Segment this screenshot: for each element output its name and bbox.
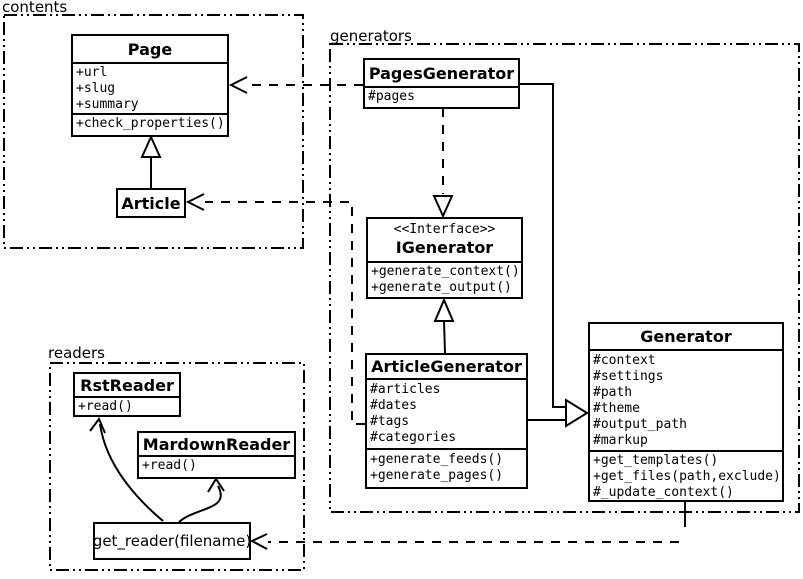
class-generator-attributes: #context #settings #path #theme #output_… <box>590 349 782 450</box>
class-pagesgenerator-attributes: #pages <box>365 86 518 107</box>
generator-attribute: #output_path <box>593 417 687 432</box>
class-igenerator-methods: +generate_context() +generate_output() <box>368 261 521 297</box>
class-articlegenerator-name: ArticleGenerator <box>371 357 522 376</box>
open-arrowhead-article <box>185 193 205 211</box>
rstreader-method: +read() <box>78 399 133 414</box>
page-attribute: +slug <box>76 81 116 96</box>
edge-getreader-to-rstreader <box>99 423 164 522</box>
class-pagesgenerator: PagesGenerator #pages <box>363 58 520 109</box>
open-arrowhead-page <box>228 76 248 94</box>
open-arrowhead-getreader <box>249 533 268 550</box>
page-attribute: +summary <box>76 97 139 112</box>
open-arrowhead-rstreader <box>89 417 106 434</box>
generator-method: +get_files(path,exclude) <box>593 469 781 484</box>
edge-pagesgenerator-to-generator <box>520 83 566 408</box>
class-articlegenerator: ArticleGenerator #articles #dates #tags … <box>365 353 528 489</box>
class-articlegenerator-methods: +generate_feeds() +generate_pages() <box>367 448 526 487</box>
mardownreader-method: +read() <box>142 458 197 473</box>
class-pagesgenerator-name: PagesGenerator <box>368 63 515 83</box>
package-readers-border <box>49 362 305 571</box>
edge-getreader-to-mardownreader <box>178 485 222 523</box>
get-reader-label: get_reader(filename) <box>92 532 252 550</box>
class-article: Article <box>116 188 186 218</box>
class-page-methods: +check_properties() <box>73 113 227 135</box>
open-arrowhead-mardownreader <box>207 477 225 493</box>
class-articlegenerator-attributes: #articles #dates #tags #categories <box>367 378 526 448</box>
class-rstreader: RstReader +read() <box>73 372 181 417</box>
class-igenerator-name: IGenerator <box>395 238 494 257</box>
class-page-attributes: +url +slug +summary <box>73 62 227 113</box>
generator-attribute: #context <box>593 353 656 368</box>
package-label-generators: generators <box>330 27 412 45</box>
class-mardownreader-name: MardownReader <box>142 434 291 454</box>
inheritance-triangle-igenerator-bottom <box>433 297 455 322</box>
class-igenerator-header: <<Interface>> IGenerator <box>368 219 521 261</box>
class-rstreader-name: RstReader <box>80 375 174 395</box>
class-article-name: Article <box>121 193 181 213</box>
class-generator-name: Generator <box>640 327 732 346</box>
articlegenerator-method: +generate_pages() <box>370 468 504 483</box>
igenerator-method: +generate_context() <box>371 264 520 279</box>
realization-triangle-igenerator-top <box>432 195 454 219</box>
articlegenerator-attribute: #tags <box>370 414 410 429</box>
generator-attribute: #settings <box>593 369 664 384</box>
inheritance-triangle-page <box>140 134 162 158</box>
package-contents-border <box>3 14 304 249</box>
package-label-contents: contents <box>2 0 68 16</box>
class-igenerator: <<Interface>> IGenerator +generate_conte… <box>366 217 523 299</box>
pagesgenerator-attribute: #pages <box>368 89 415 104</box>
articlegenerator-attribute: #categories <box>370 430 457 445</box>
class-rstreader-methods: +read() <box>75 396 179 415</box>
package-label-readers: readers <box>48 344 105 362</box>
function-box-get-reader: get_reader(filename) <box>93 522 251 560</box>
inheritance-triangle-generator <box>565 398 589 428</box>
generator-attribute: #path <box>593 385 633 400</box>
class-page: Page +url +slug +summary +check_properti… <box>71 34 229 137</box>
page-attribute: +url <box>76 65 108 80</box>
articlegenerator-method: +generate_feeds() <box>370 452 504 467</box>
edge-articlegenerator-to-article <box>205 201 365 425</box>
class-page-name: Page <box>127 39 173 59</box>
edge-articlegenerator-to-igenerator <box>443 320 446 354</box>
generator-method: #_update_context() <box>593 485 734 500</box>
articlegenerator-attribute: #articles <box>370 382 441 397</box>
class-mardownreader: MardownReader +read() <box>137 431 296 479</box>
class-generator: Generator #context #settings #path #them… <box>588 322 784 502</box>
generator-method: +get_templates() <box>593 453 719 468</box>
generator-attribute: #markup <box>593 433 648 448</box>
igenerator-stereotype: <<Interface>> <box>393 222 496 237</box>
igenerator-method: +generate_output() <box>371 280 512 295</box>
class-mardownreader-methods: +read() <box>139 455 294 477</box>
class-generator-methods: +get_templates() +get_files(path,exclude… <box>590 450 782 500</box>
page-method: +check_properties() <box>76 116 225 131</box>
generator-attribute: #theme <box>593 401 640 416</box>
package-generators-border <box>329 43 800 513</box>
articlegenerator-attribute: #dates <box>370 398 417 413</box>
